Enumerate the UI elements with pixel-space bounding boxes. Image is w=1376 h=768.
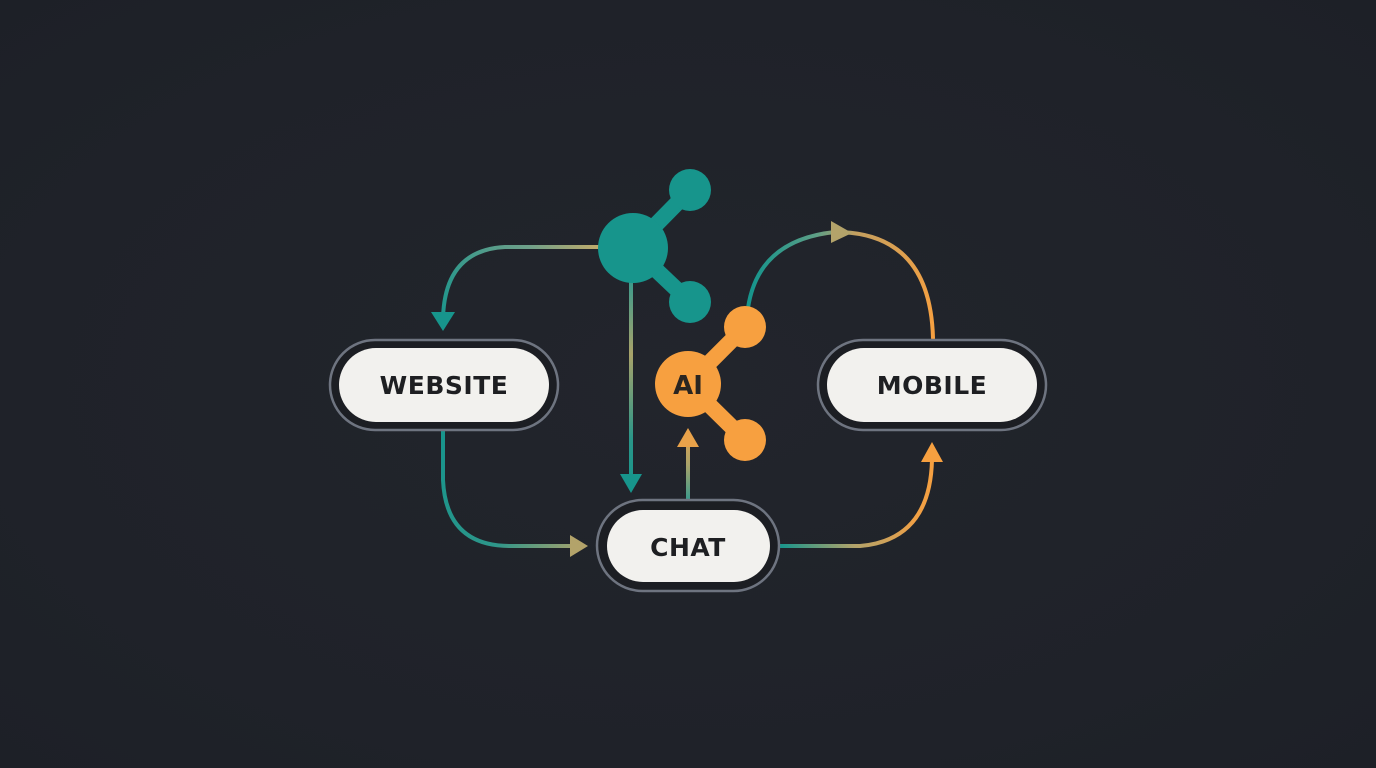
ai-node[interactable]: AI (655, 306, 766, 461)
mobile-node[interactable]: MOBILE (816, 338, 1048, 432)
edge-chat-to-ai (677, 428, 699, 500)
chat-label: CHAT (650, 533, 726, 562)
website-node[interactable]: WEBSITE (328, 338, 560, 432)
edge-website-to-chat (441, 428, 588, 557)
edge-chat-to-mobile (778, 442, 943, 548)
ai-molecule-icon (655, 351, 721, 417)
share-network-icon (598, 169, 711, 323)
edge-hub-to-chat (620, 280, 642, 493)
edge-hub-to-website (431, 245, 602, 331)
website-label: WEBSITE (380, 371, 509, 400)
edge-ai-to-mobile (746, 221, 935, 340)
arrowhead-icon (921, 442, 943, 462)
arrowhead-icon (431, 312, 455, 331)
chat-node[interactable]: CHAT (595, 498, 781, 593)
mobile-label: MOBILE (877, 371, 988, 400)
arrowhead-icon (677, 428, 699, 447)
arrowhead-icon (620, 474, 642, 493)
arrowhead-icon (570, 535, 588, 557)
arrowhead-icon (831, 221, 852, 243)
ai-label: AI (673, 371, 703, 401)
